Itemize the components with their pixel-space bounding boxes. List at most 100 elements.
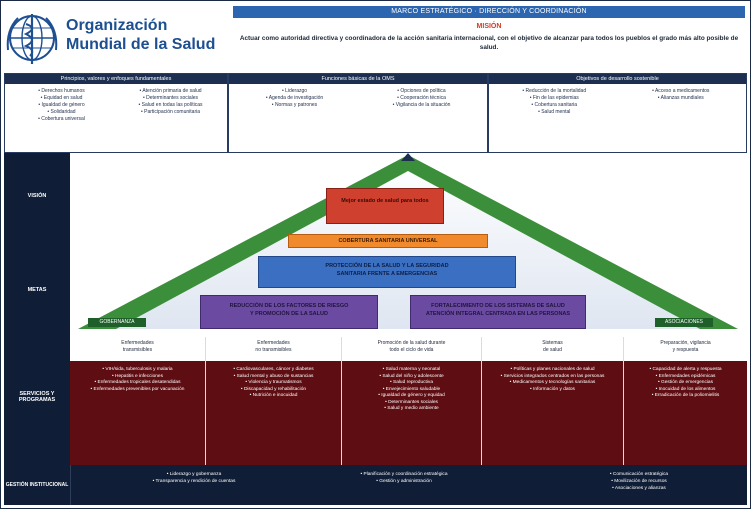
service-header-line: Preparación, vigilancia: [660, 340, 711, 346]
list-item: Gestión de emergencias: [629, 380, 742, 387]
footer-label: GESTIÓN INSTITUCIONAL: [4, 465, 71, 505]
list-item: Igualdad de género: [11, 102, 112, 109]
list-item: Cooperación técnica: [362, 95, 481, 102]
list-item: Enfermedades epidémicas: [629, 374, 742, 381]
list-item: Salud mental y abuso de sustancias: [211, 374, 336, 381]
goal-box-top: Mejor estado de salud para todos: [326, 188, 444, 224]
goal-box-orange: COBERTURA SANITARIA UNIVERSAL: [288, 234, 488, 248]
who-logo-block: Organización Mundial de la Salud: [4, 6, 228, 70]
list-item: Participación comunitaria: [120, 109, 221, 116]
list-item: Gestión y administración: [304, 478, 504, 485]
service-header-line: Enfermedades: [257, 340, 290, 346]
service-col-body: Capacidad de alerta y respuesta Enfermed…: [624, 361, 747, 465]
info-list-right: Opciones de política Cooperación técnica…: [362, 88, 481, 109]
list-item: Determinantes sociales: [347, 400, 476, 407]
list-item: Agenda de investigación: [235, 95, 354, 102]
info-col-title: Objetivos de desarrollo sostenible: [489, 74, 746, 84]
service-header-line: Promoción de la salud durante: [377, 340, 446, 346]
list-item: Vigilancia de la situación: [362, 102, 481, 109]
list-item: Opciones de política: [362, 88, 481, 95]
organization-name: Organización Mundial de la Salud: [66, 16, 215, 54]
info-col-funciones: Funciones básicas de la OMS Liderazgo Ag…: [228, 73, 488, 153]
list-item: Servicios integrados centrados en las pe…: [487, 374, 618, 381]
service-col-body: Salud materna y neonatal Salud del niño …: [342, 361, 481, 465]
list-item: Salud en todas las políticas: [120, 102, 221, 109]
list-item: Igualdad de género y equidad: [347, 393, 476, 400]
list-item: Medicamentos y tecnologías sanitarias: [487, 380, 618, 387]
list-item: Enfermedades tropicales desatendidas: [75, 380, 200, 387]
list-item: Salud materna y neonatal: [347, 367, 476, 374]
service-header-line: y respuesta: [672, 347, 699, 353]
list-item: Salud del niño y adolescente: [347, 374, 476, 381]
service-col-header: Enfermedades no transmisibles: [206, 337, 341, 361]
list-item: Salud y medio ambiente: [347, 406, 476, 413]
pyramid-apex: [401, 153, 415, 161]
corner-tag-right: ASOCIACIONES: [655, 318, 713, 327]
list-item: Liderazgo y gobernanza: [104, 471, 284, 478]
footer-band: GESTIÓN INSTITUCIONAL Liderazgo y gobern…: [4, 465, 747, 505]
footer-col-3: Comunicación estratégica Movilización de…: [544, 471, 734, 492]
list-item: Equidad en salud: [11, 95, 112, 102]
pyramid-right-edge: [408, 155, 738, 329]
service-col-sistemas: Sistemas de salud Políticas y planes nac…: [482, 337, 624, 465]
service-col-transmisibles: Enfermedades transmisibles VIH/sida, tub…: [70, 337, 206, 465]
list-item: Determinantes sociales: [120, 95, 221, 102]
list-item: Cobertura sanitaria: [495, 102, 614, 109]
list-item: Derechos humanos: [11, 88, 112, 95]
list-item: Erradicación de la poliomielitis: [629, 393, 742, 400]
side-label-column: VISIÓN METAS SERVICIOS Y PROGRAMAS: [4, 153, 70, 465]
info-list-right: Atención primaria de salud Determinantes…: [120, 88, 221, 123]
side-label-servicios: SERVICIOS Y PROGRAMAS: [18, 391, 56, 403]
list-item: Asociaciones y alianzas: [544, 485, 734, 492]
info-col-title: Principios, valores y enfoques fundament…: [5, 74, 227, 84]
list-item: Capacidad de alerta y respuesta: [629, 367, 742, 374]
list-item: Salud reproductiva: [347, 380, 476, 387]
mision-label: MISIÓN: [476, 23, 502, 30]
list-item: Hepatitis e infecciones: [75, 374, 200, 381]
services-row: Enfermedades transmisibles VIH/sida, tub…: [70, 337, 747, 465]
corner-tag-left: GOBERNANZA: [88, 318, 146, 327]
service-col-body: Cardiovasculares, cáncer y diabetes Salu…: [206, 361, 341, 465]
list-item: Solidaridad: [11, 109, 112, 116]
service-col-body: VIH/sida, tuberculosis y malaria Hepatit…: [70, 361, 205, 465]
goal-box-blue-line2: SANITARIA FRENTE A EMERGENCIAS: [336, 271, 438, 277]
list-item: Atención primaria de salud: [120, 88, 221, 95]
list-item: Fin de las epidemias: [495, 95, 614, 102]
list-item: Discapacidad y rehabilitación: [211, 387, 336, 394]
service-col-header: Sistemas de salud: [482, 337, 623, 361]
list-item: Normas y patrones: [235, 102, 354, 109]
footer-col-1: Liderazgo y gobernanza Transparencia y r…: [104, 471, 284, 485]
list-item: Liderazgo: [235, 88, 354, 95]
list-item: Inocuidad de los alimentos: [629, 387, 742, 394]
footer-col-2: Planificación y coordinación estratégica…: [304, 471, 504, 485]
goal-box-purple-left-line1: REDUCCIÓN DE LOS FACTORES DE RIESGO: [229, 303, 349, 309]
goal-box-purple-left: REDUCCIÓN DE LOS FACTORES DE RIESGO Y PR…: [200, 295, 378, 329]
list-item: Cardiovasculares, cáncer y diabetes: [211, 367, 336, 374]
list-item: Reducción de la mortalidad: [495, 88, 614, 95]
side-label-metas: METAS: [27, 287, 47, 293]
info-list-right: Acceso a medicamentos Alianzas mundiales: [622, 88, 741, 116]
org-name-line1: Organización: [66, 17, 168, 34]
service-col-ciclo-de-vida: Promoción de la salud durante todo el ci…: [342, 337, 482, 465]
service-header-line: no transmisibles: [255, 347, 292, 353]
list-item: Enfermedades prevenibles por vacunación: [75, 387, 200, 394]
pyramid-left-edge: [78, 155, 408, 329]
service-header-line: transmisibles: [122, 347, 153, 353]
goal-box-blue: PROTECCIÓN DE LA SALUD Y LA SEGURIDAD SA…: [258, 256, 516, 288]
list-item: Cobertura universal: [11, 116, 112, 123]
list-item: Violencia y traumatismos: [211, 380, 336, 387]
who-emblem-icon: [6, 14, 58, 64]
service-col-body: Políticas y planes nacionales de salud S…: [482, 361, 623, 465]
list-item: Comunicación estratégica: [544, 471, 734, 478]
service-col-no-transmisibles: Enfermedades no transmisibles Cardiovasc…: [206, 337, 342, 465]
info-list-left: Liderazgo Agenda de investigación Normas…: [235, 88, 354, 109]
info-list-left: Reducción de la mortalidad Fin de las ep…: [495, 88, 614, 116]
goal-box-purple-right: FORTALECIMIENTO DE LOS SISTEMAS DE SALUD…: [410, 295, 586, 329]
service-col-header: Preparación, vigilancia y respuesta: [624, 337, 747, 361]
list-item: Acceso a medicamentos: [622, 88, 741, 95]
list-item: Salud mental: [495, 109, 614, 116]
list-item: VIH/sida, tuberculosis y malaria: [75, 367, 200, 374]
org-name-line2: Mundial de la Salud: [66, 36, 216, 53]
list-item: Transparencia y rendición de cuentas: [104, 478, 284, 485]
goal-box-purple-right-line1: FORTALECIMIENTO DE LOS SISTEMAS DE SALUD: [431, 303, 565, 309]
